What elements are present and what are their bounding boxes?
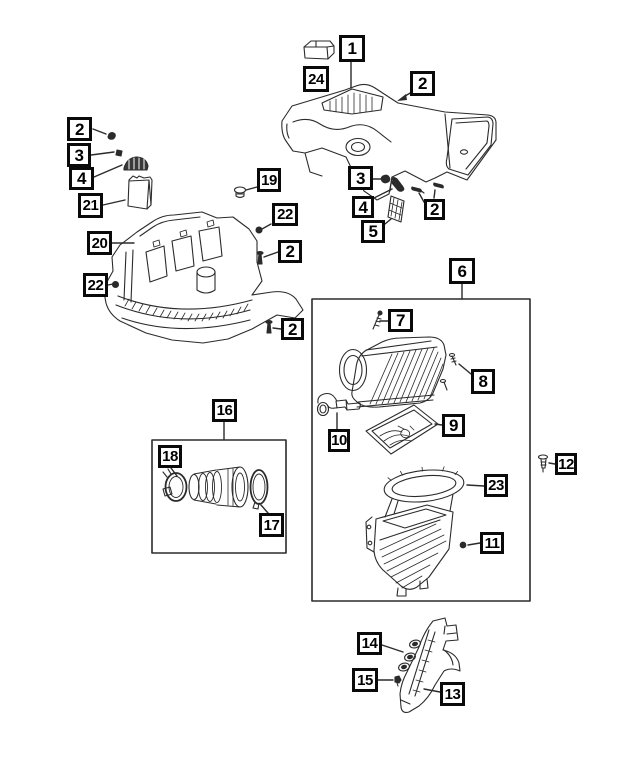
callout-21[interactable]: 21	[78, 193, 103, 218]
part-grommet-19	[233, 186, 247, 199]
part-screw-8-a	[448, 352, 457, 366]
part-pushpin-2-lower	[265, 319, 273, 334]
part-clip-2-left	[107, 131, 116, 140]
part-engine-cover	[281, 83, 497, 201]
part-clip-3-mid	[380, 174, 391, 184]
callout-2[interactable]: 2	[278, 240, 302, 263]
part-clip-15	[394, 675, 402, 687]
callout-22[interactable]: 22	[83, 273, 108, 297]
assembly-box-6	[311, 298, 531, 602]
part-screw-12	[537, 454, 549, 473]
callout-2[interactable]: 2	[67, 117, 92, 141]
part-screw-8-b	[439, 378, 448, 391]
callout-11[interactable]: 11	[480, 532, 504, 554]
part-pushpin-2-upper	[256, 250, 264, 265]
part-vent-hose-10	[316, 392, 361, 417]
part-cover-cap	[303, 40, 335, 60]
callout-5[interactable]: 5	[361, 220, 385, 243]
callout-20[interactable]: 20	[87, 231, 112, 255]
part-clamp-18	[162, 468, 188, 502]
leader-lines	[90, 61, 556, 693]
part-air-cleaner-body-11	[365, 493, 454, 597]
callout-24[interactable]: 24	[303, 66, 329, 92]
part-air-filter-9	[365, 404, 439, 455]
arrowhead-icon	[397, 94, 407, 101]
assembly-box-16	[151, 439, 287, 554]
callout-18[interactable]: 18	[158, 445, 182, 468]
callout-15[interactable]: 15	[352, 668, 378, 692]
part-pin-4-mid	[391, 176, 405, 192]
callout-2[interactable]: 2	[410, 71, 435, 96]
callout-2[interactable]: 2	[281, 318, 304, 340]
part-grate-5	[387, 195, 405, 223]
callout-19[interactable]: 19	[257, 168, 281, 192]
part-cover-21	[127, 175, 153, 210]
callout-4[interactable]: 4	[352, 196, 374, 218]
callout-1[interactable]: 1	[339, 35, 365, 62]
callout-23[interactable]: 23	[484, 474, 508, 497]
part-rivet-22-right	[255, 226, 263, 234]
part-clamp-17	[249, 469, 269, 510]
part-grommets-14	[398, 639, 421, 672]
callout-16[interactable]: 16	[212, 399, 237, 422]
callout-2[interactable]: 2	[424, 199, 445, 220]
callout-12[interactable]: 12	[555, 453, 577, 475]
callout-14[interactable]: 14	[357, 632, 382, 655]
callout-6[interactable]: 6	[449, 258, 475, 284]
part-screw-7	[372, 310, 383, 330]
part-rivet-11	[459, 541, 467, 549]
part-intake-hose-16	[188, 466, 249, 508]
callout-10[interactable]: 10	[328, 429, 350, 452]
part-air-cleaner-cover	[338, 336, 447, 408]
callout-17[interactable]: 17	[259, 513, 284, 537]
part-screw-2-mid-b	[433, 182, 444, 189]
part-support-bracket-13	[399, 617, 461, 713]
callout-8[interactable]: 8	[471, 369, 495, 394]
part-screw-2-mid-a	[411, 186, 425, 194]
callout-9[interactable]: 9	[442, 414, 465, 437]
callout-7[interactable]: 7	[388, 309, 413, 332]
callout-3[interactable]: 3	[348, 166, 373, 190]
callout-13[interactable]: 13	[440, 682, 465, 706]
callout-22[interactable]: 22	[272, 203, 298, 226]
part-bracket-4-left	[123, 156, 149, 171]
part-silencer-bin	[103, 211, 304, 344]
part-rivet-22-left	[111, 280, 120, 289]
part-duct-seal-23	[383, 466, 465, 503]
part-clip-3-left	[115, 149, 123, 157]
callout-3[interactable]: 3	[67, 143, 91, 167]
callout-4[interactable]: 4	[69, 167, 94, 190]
